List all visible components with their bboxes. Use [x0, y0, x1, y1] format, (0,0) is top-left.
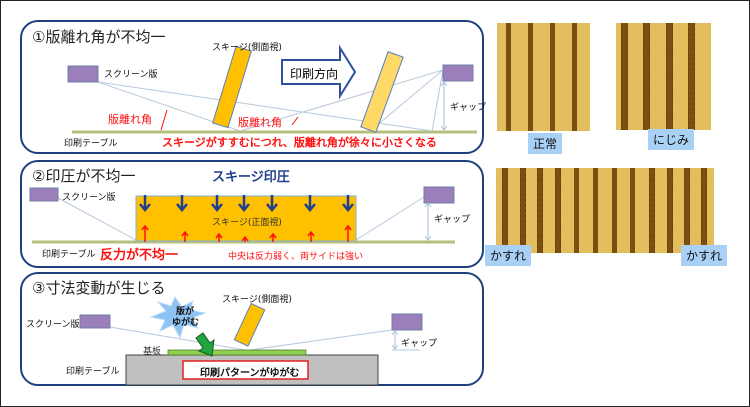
screen-line-left [109, 326, 246, 351]
label-blur-right: かすれ [681, 245, 728, 266]
reaction-arrows [141, 224, 352, 242]
panel2-title: ②印圧が不均一 [32, 167, 136, 185]
photo-normal [497, 23, 590, 131]
screen-line-left [57, 197, 137, 241]
gap-label: ギャップ [450, 103, 487, 113]
gap-label: ギャップ [401, 339, 438, 349]
screen-label: スクリーン版 [26, 320, 80, 330]
substrate [167, 349, 307, 356]
print-direction-label: 印刷方向 [290, 67, 339, 81]
pressure-label: スキージ印圧 [212, 170, 290, 185]
panel3-title: ③寸法変動が生じる [32, 279, 166, 297]
pressure-arrows [139, 195, 354, 212]
down-arrow-icon [195, 332, 215, 357]
screen-label: スクリーン版 [104, 70, 158, 80]
screen-line-4 [369, 69, 444, 132]
table-label: 印刷テーブル [66, 367, 120, 377]
screen-plate-right [423, 186, 455, 204]
reaction-label: 反力が不均一 [100, 248, 179, 263]
screen-plate-left [29, 187, 59, 202]
panel1-title: ①版離れ角が不均一 [32, 28, 166, 46]
squeegee-label: スキージ(側面視) [222, 295, 292, 305]
squeegee-side [233, 302, 266, 347]
angle-arrow-1 [160, 109, 168, 131]
gap-label: ギャップ [434, 215, 471, 225]
pattern-box [182, 360, 309, 380]
burst-text-2: ゆがむ [172, 318, 200, 328]
angle-label-1: 版離れ角 [108, 113, 152, 126]
screen-plate-right [391, 313, 423, 331]
screen-plate-left [79, 314, 111, 329]
screen-plate-left [67, 65, 99, 83]
squeegee-label: スキージ(側面視) [212, 43, 282, 53]
panel1-caption: スキージがすすむにつれ、版離れ角が徐々に小さくなる [162, 136, 437, 149]
screen-line-right [249, 329, 393, 351]
pattern-label: 印刷パターンがゆがむ [200, 368, 300, 379]
angle-arrow-2 [291, 116, 299, 126]
panel2-caption: 中央は反力弱く、両サイドは強い [228, 252, 364, 262]
print-direction-arrow [281, 44, 357, 100]
screen-label: スクリーン版 [62, 193, 116, 203]
label-blur-left: かすれ [485, 245, 532, 266]
burst-text-1: 版が [176, 307, 195, 317]
label-bleed: にじみ [648, 129, 695, 150]
squeegee-label: スキージ(正面視) [212, 218, 282, 228]
burst-icon [149, 295, 207, 340]
screen-line-5 [431, 69, 444, 132]
angle-label-2: 版離れ角 [238, 116, 282, 129]
screen-line-3 [239, 69, 444, 132]
photo-bleed [616, 23, 711, 130]
table-label: 印刷テーブル [64, 139, 118, 149]
screen-line-right [355, 196, 425, 241]
squeegee-front [135, 195, 357, 242]
squeegee-side-1 [212, 45, 252, 129]
squeegee-side-2 [360, 51, 404, 133]
table-label: 印刷テーブル [42, 250, 96, 260]
photo-blur [496, 168, 714, 253]
screen-plate-right [442, 64, 474, 82]
label-normal: 正常 [528, 133, 563, 154]
substrate-label: 基板 [143, 347, 162, 357]
